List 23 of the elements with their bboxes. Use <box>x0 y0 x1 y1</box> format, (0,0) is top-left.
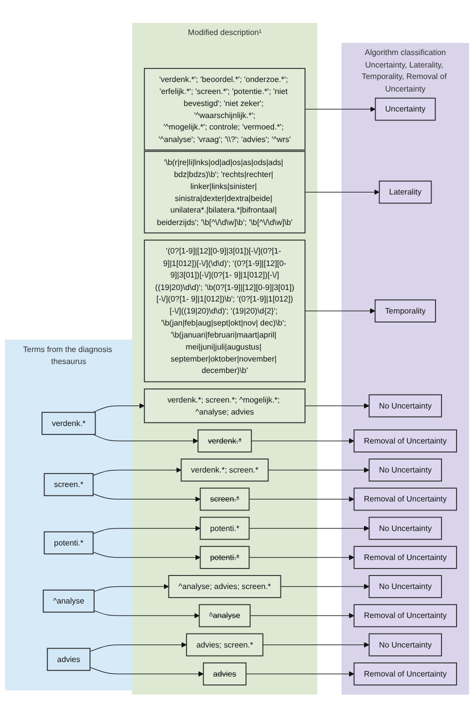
arrow <box>90 667 204 677</box>
arrow <box>246 671 354 677</box>
arrow <box>248 496 354 502</box>
arrow <box>304 403 370 409</box>
arrow <box>304 308 376 314</box>
arrow <box>94 610 200 619</box>
arrow <box>304 106 376 112</box>
arrow <box>90 642 187 652</box>
arrow <box>92 494 201 502</box>
arrow <box>92 403 145 414</box>
arrow <box>248 554 354 560</box>
arrow <box>262 642 370 648</box>
arrow <box>92 434 198 444</box>
arrow <box>280 584 370 590</box>
arrow <box>251 438 354 444</box>
arrow <box>268 468 370 473</box>
arrow <box>248 526 370 532</box>
arrow <box>92 552 201 560</box>
arrow <box>250 613 354 619</box>
arrow <box>94 584 169 592</box>
arrow <box>92 526 201 534</box>
arrow <box>304 190 380 196</box>
arrow <box>92 468 182 476</box>
